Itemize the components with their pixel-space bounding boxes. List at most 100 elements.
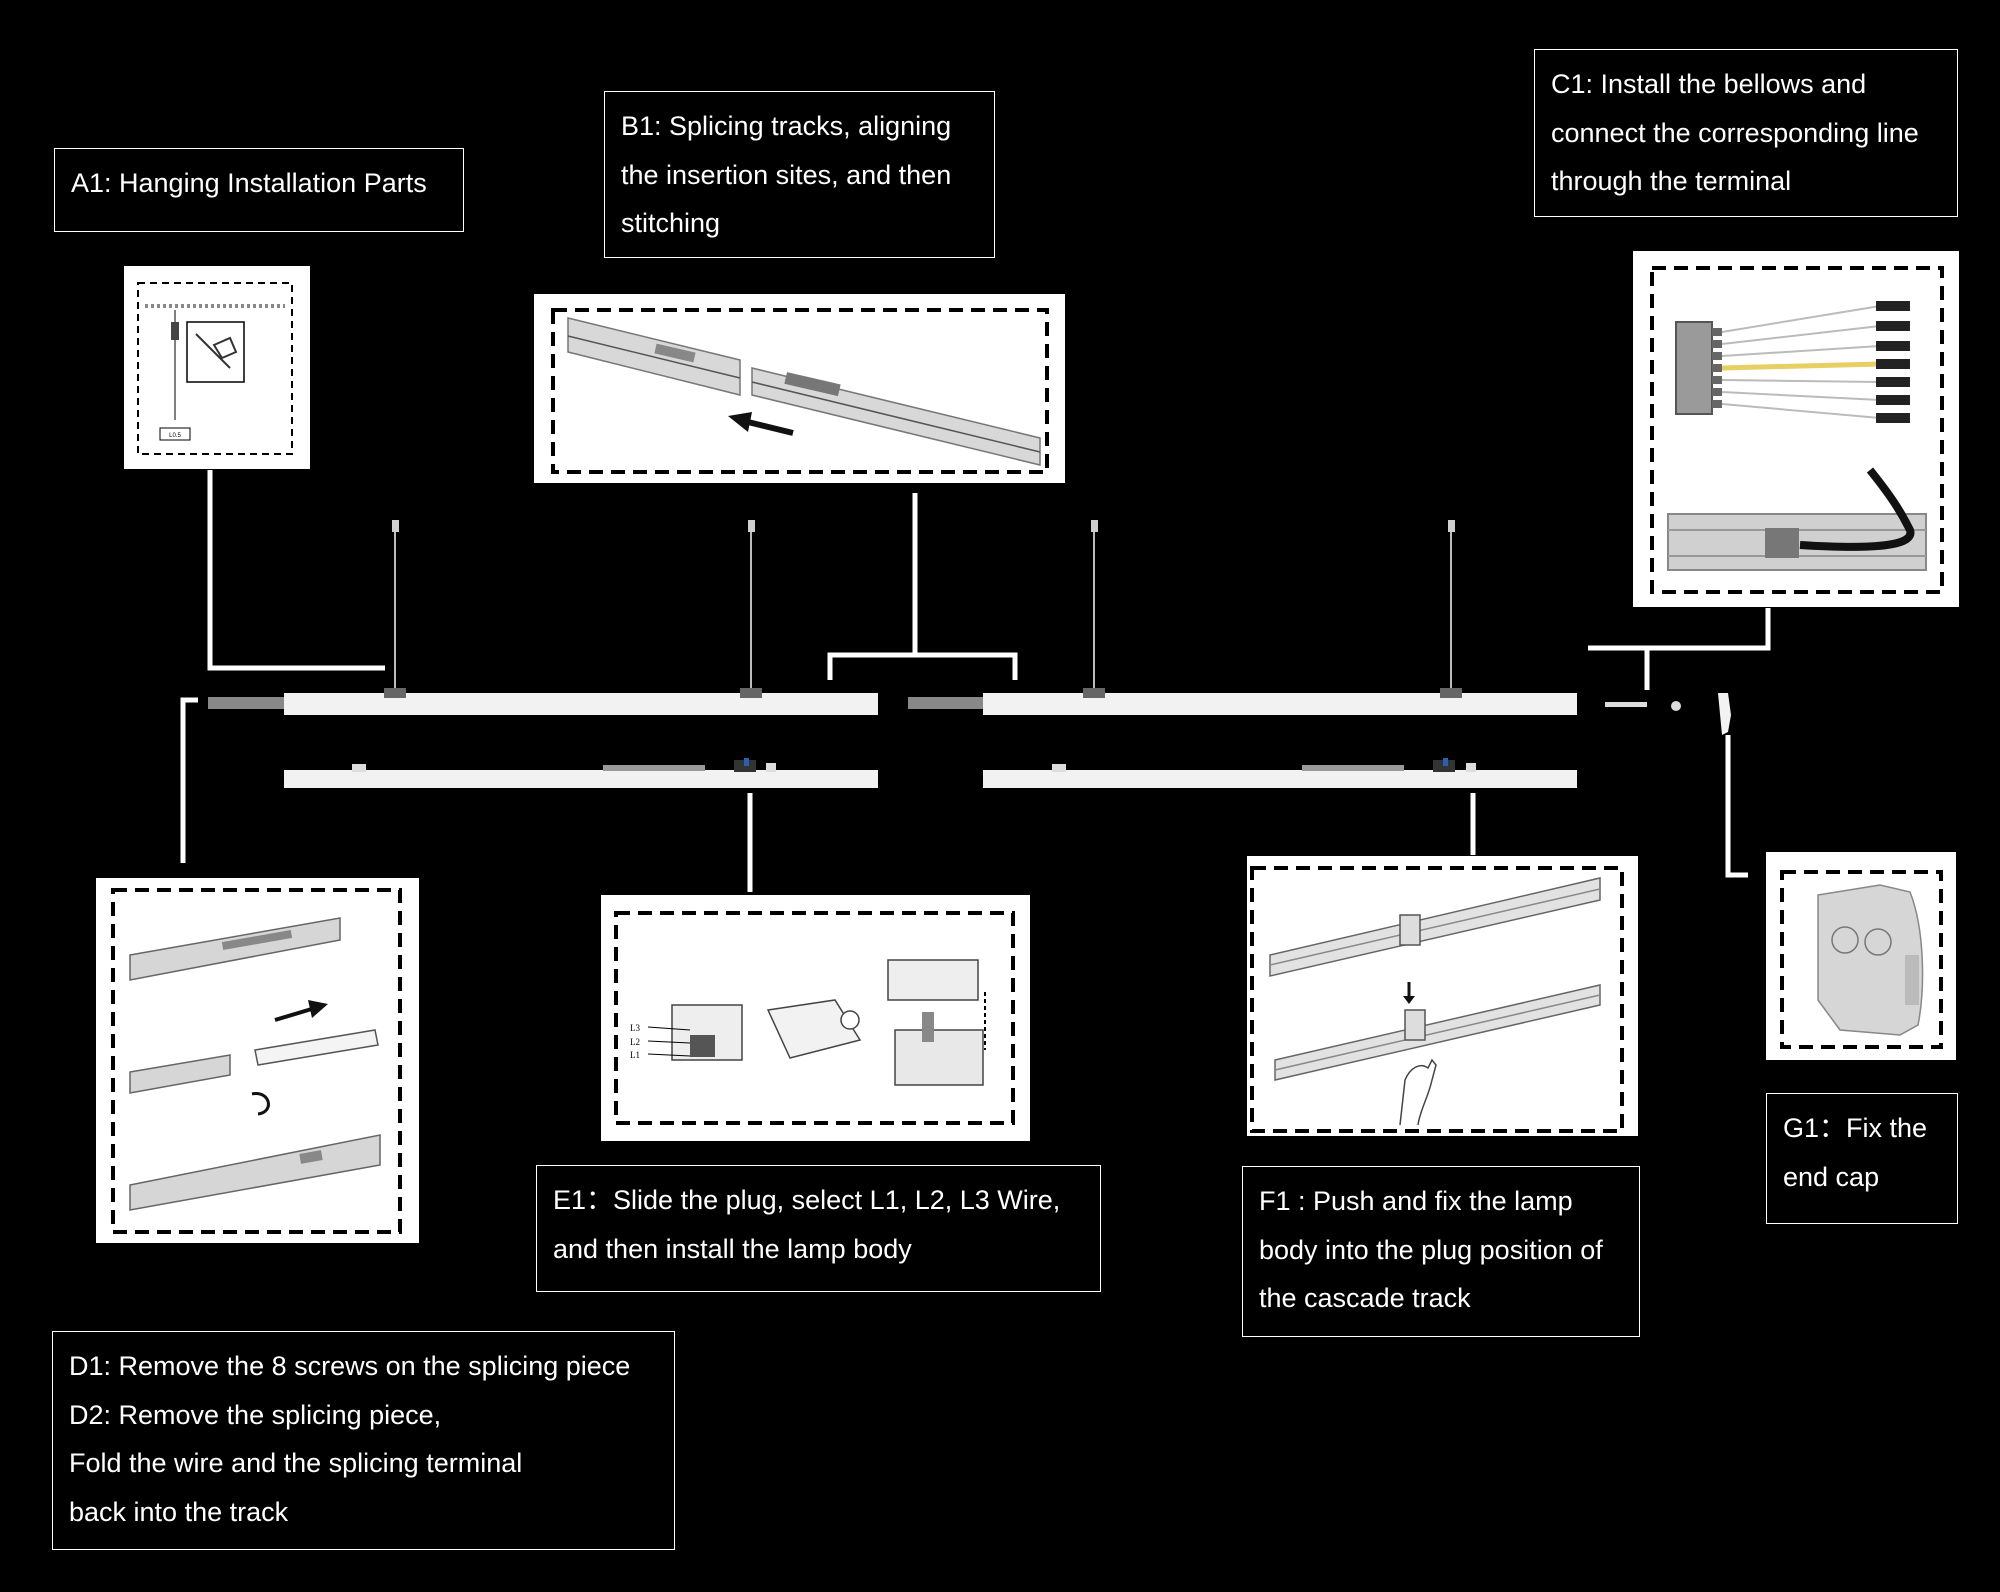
panel-d1 bbox=[96, 878, 419, 1243]
f1-track-rail bbox=[1269, 888, 1601, 966]
f1-plug-bottom bbox=[1404, 1009, 1426, 1041]
f1-lamp-rail bbox=[1274, 994, 1601, 1071]
ceiling-anchors bbox=[392, 520, 1455, 532]
d1-arrow-shaft bbox=[274, 1006, 316, 1022]
lamp-body-right bbox=[983, 770, 1577, 788]
connector-a1 bbox=[207, 470, 385, 671]
c1-wire-yellow bbox=[1721, 361, 1881, 371]
g1-end-cap-hole bbox=[1864, 928, 1892, 956]
suspension-cables bbox=[394, 528, 1452, 690]
lamp-bodies bbox=[284, 758, 1577, 788]
label-f1: F1 : Push and fix the lamp body into the… bbox=[1242, 1166, 1640, 1337]
c1-track-terminal bbox=[1765, 528, 1799, 558]
label-c1-line: connect the corresponding line bbox=[1551, 117, 1919, 148]
hanger-fitting bbox=[171, 322, 179, 340]
label-c1-line: C1: Install the bellows and bbox=[1551, 69, 1867, 99]
c1-wire-end bbox=[1876, 413, 1910, 423]
d1-splice-piece bbox=[254, 1029, 379, 1066]
label-c1: C1: Install the bellows and connect the … bbox=[1534, 49, 1958, 217]
c1-wire bbox=[1721, 305, 1881, 333]
lamp-left-plug-wire bbox=[744, 758, 749, 766]
c1-terminal-tooth bbox=[1712, 328, 1722, 336]
label-b1-line: B1: Splicing tracks, aligning bbox=[621, 111, 952, 141]
d1-terminal-folded bbox=[299, 1150, 323, 1164]
d1-splice-1 bbox=[221, 929, 293, 951]
f1-arrow-head bbox=[1403, 996, 1415, 1004]
label-b1: B1: Splicing tracks, aligning the insert… bbox=[604, 91, 995, 258]
d1-rotate-arrow bbox=[251, 1092, 270, 1116]
c1-wire-end bbox=[1876, 301, 1910, 311]
label-e1: E1：Slide the plug, select L1, L2, L3 Wir… bbox=[536, 1165, 1101, 1292]
f1-hand bbox=[1399, 1058, 1437, 1126]
lamp-left-tab-1 bbox=[352, 764, 366, 772]
track-left bbox=[284, 693, 878, 715]
panel-g1-dashed bbox=[1780, 870, 1943, 1049]
b1-insert-site bbox=[784, 372, 841, 397]
c1-wire-end bbox=[1876, 395, 1910, 405]
connector-b1-bracket bbox=[827, 493, 1018, 680]
c1-terminal-teeth bbox=[1712, 328, 1722, 408]
c1-wire-end bbox=[1876, 359, 1910, 369]
c1-terminal-tooth bbox=[1712, 400, 1722, 408]
d1-track-2 bbox=[129, 1054, 231, 1094]
label-a1-line: A1: Hanging Installation Parts bbox=[71, 168, 427, 198]
anchor-3 bbox=[1091, 520, 1098, 532]
drill-inset bbox=[186, 321, 245, 383]
c1-wire-ends bbox=[1876, 301, 1910, 423]
bellows-connector bbox=[1605, 702, 1647, 707]
g1-end-cap bbox=[1817, 884, 1924, 1036]
c1-terminal-tooth bbox=[1712, 340, 1722, 348]
anchor-1 bbox=[392, 520, 399, 532]
panel-b1-dashed bbox=[551, 308, 1049, 474]
c1-terminal-tooth bbox=[1712, 364, 1722, 372]
lamp-left-tab-2 bbox=[766, 763, 776, 772]
e1-leader bbox=[647, 1026, 691, 1031]
b1-splice-piece bbox=[654, 343, 696, 363]
c1-wire bbox=[1721, 379, 1881, 383]
connector-d1 bbox=[180, 697, 198, 863]
b1-push-arrow-head bbox=[728, 412, 752, 432]
b1-push-arrow-shaft bbox=[747, 419, 794, 436]
connector-g1 bbox=[1725, 735, 1748, 878]
label-g1-line: end cap bbox=[1783, 1161, 1880, 1192]
c1-wire-end bbox=[1876, 321, 1910, 331]
lamp-right-tab-1 bbox=[1052, 764, 1066, 772]
tracks bbox=[208, 688, 1731, 735]
end-cap-shape bbox=[1718, 693, 1731, 735]
label-g1: G1：Fix the end cap bbox=[1766, 1093, 1958, 1224]
label-f1-line: F1 : Push and fix the lamp bbox=[1259, 1186, 1573, 1216]
panel-a1: L0.5 bbox=[124, 266, 310, 469]
b1-track-right-groove bbox=[751, 381, 1041, 453]
c1-wire-end bbox=[1876, 341, 1910, 351]
label-d1-line: D2: Remove the splicing piece, bbox=[69, 1399, 442, 1430]
anchor-4 bbox=[1448, 520, 1455, 532]
panel-d1-dashed bbox=[111, 888, 402, 1234]
c1-bellows-cable bbox=[1799, 467, 1915, 551]
label-f1-line: body into the plug position of bbox=[1259, 1234, 1603, 1265]
hanger-clip-2 bbox=[740, 688, 762, 698]
panel-f1-dashed bbox=[1250, 866, 1624, 1133]
panel-c1 bbox=[1633, 251, 1959, 607]
panel-a1-frame bbox=[124, 266, 310, 469]
e1-wire-label-l2: L2 bbox=[630, 1037, 640, 1047]
connector-c1 bbox=[1588, 608, 1771, 651]
e1-leader bbox=[647, 1053, 691, 1057]
label-d1-line: back into the track bbox=[69, 1496, 289, 1527]
lamp-right-tab-2 bbox=[1466, 763, 1476, 772]
c1-wire-end bbox=[1876, 377, 1910, 387]
panel-a1-dashed bbox=[137, 282, 293, 455]
track-left-connector bbox=[208, 697, 298, 709]
lamp-left-diffuser bbox=[603, 765, 705, 771]
panel-g1 bbox=[1766, 852, 1956, 1060]
lamp-right-plug-wire bbox=[1443, 758, 1448, 766]
fixture-tag bbox=[159, 427, 191, 441]
c1-terminal-tooth bbox=[1712, 376, 1722, 384]
e1-wire-labels: L3 L2 L1 bbox=[630, 1023, 640, 1060]
label-g1-line: G1：Fix the bbox=[1783, 1113, 1928, 1143]
c1-wire bbox=[1721, 325, 1881, 345]
bellows-end bbox=[1671, 701, 1681, 711]
panel-b1 bbox=[534, 294, 1065, 483]
label-f1-line: the cascade track bbox=[1259, 1283, 1471, 1313]
lamp-right-diffuser bbox=[1302, 765, 1404, 771]
